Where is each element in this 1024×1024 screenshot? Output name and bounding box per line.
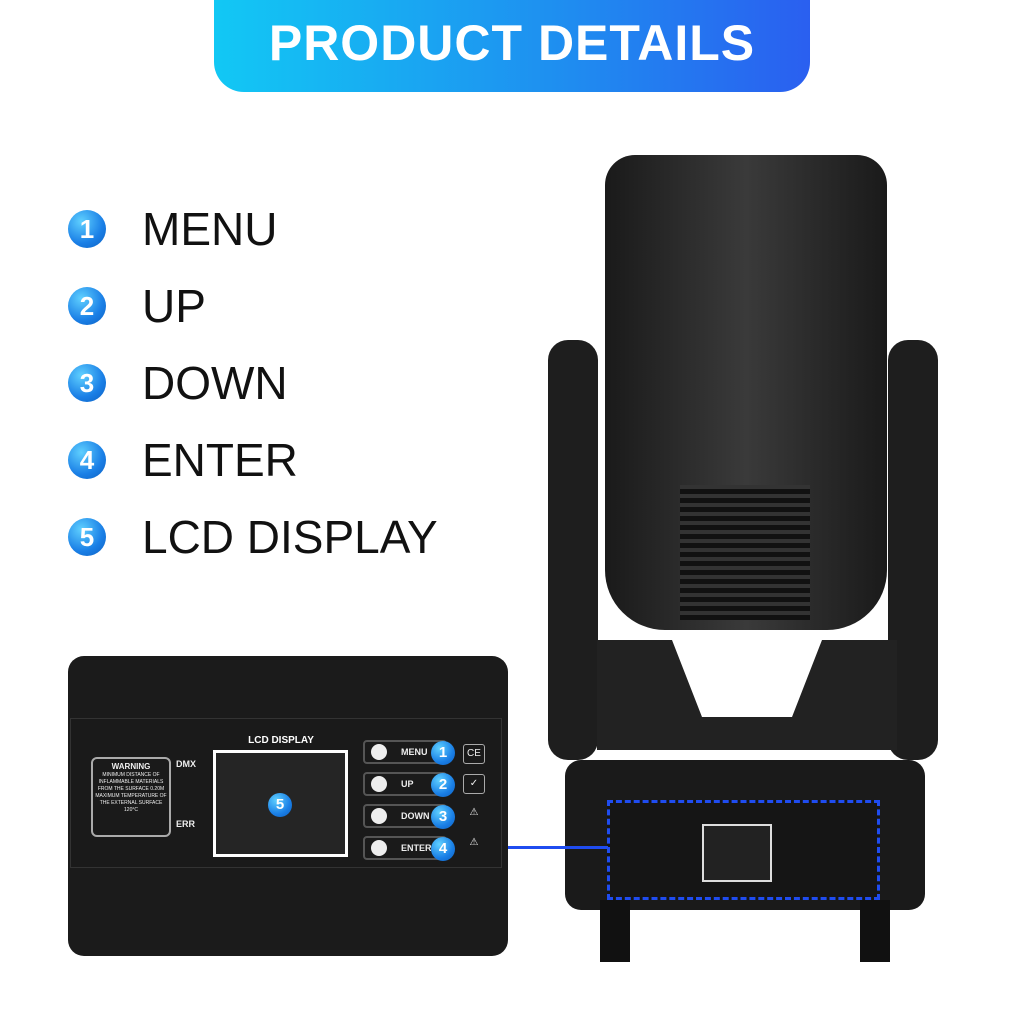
- number-badge: 1: [68, 209, 106, 248]
- legend-label: MENU: [142, 202, 278, 255]
- dmx-indicator: DMX: [176, 759, 196, 769]
- legend-label: ENTER: [142, 433, 298, 486]
- warning-triangle-icon: ⚠: [469, 807, 479, 818]
- yoke-arm-left: [548, 340, 598, 760]
- mini-lcd-screen: [702, 824, 772, 882]
- number-badge: 5: [268, 793, 292, 817]
- product-details-banner: PRODUCT DETAILS: [214, 0, 810, 92]
- feature-legend: 1 MENU 2 UP 3 DOWN 4 ENTER 5 LCD DISPLAY: [68, 190, 438, 575]
- legend-item-menu: 1 MENU: [68, 190, 438, 267]
- legend-label: UP: [142, 279, 206, 332]
- yoke-base: [597, 640, 897, 750]
- lcd-display: 5: [213, 750, 348, 857]
- ce-mark: CE: [463, 744, 485, 764]
- number-badge: 4: [68, 440, 106, 479]
- number-badge: 2: [68, 286, 106, 325]
- grid-icon: [371, 744, 387, 760]
- legend-item-lcd-display: 5 LCD DISPLAY: [68, 498, 438, 575]
- base-leg: [600, 900, 630, 962]
- legend-item-down: 3 DOWN: [68, 344, 438, 421]
- stop-square-icon: [371, 840, 387, 856]
- number-badge: 4: [431, 837, 455, 861]
- vent-grille: [680, 485, 810, 620]
- rohs-icon: ✓: [463, 774, 485, 794]
- number-badge: 2: [431, 773, 455, 797]
- number-badge: 1: [431, 741, 455, 765]
- lcd-title: LCD DISPLAY: [248, 735, 314, 746]
- legend-label: LCD DISPLAY: [142, 510, 438, 563]
- legend-item-enter: 4 ENTER: [68, 421, 438, 498]
- up-arrow-icon: [371, 776, 387, 792]
- legend-label: DOWN: [142, 356, 288, 409]
- callout-connector-line: [508, 846, 608, 849]
- base-leg: [860, 900, 890, 962]
- err-indicator: ERR: [176, 819, 196, 829]
- number-badge: 3: [68, 363, 106, 402]
- down-arrow-icon: [371, 808, 387, 824]
- legend-item-up: 2 UP: [68, 267, 438, 344]
- warning-triangle-icon: ⚠: [469, 837, 479, 848]
- number-badge: 5: [68, 517, 106, 556]
- number-badge: 3: [431, 805, 455, 829]
